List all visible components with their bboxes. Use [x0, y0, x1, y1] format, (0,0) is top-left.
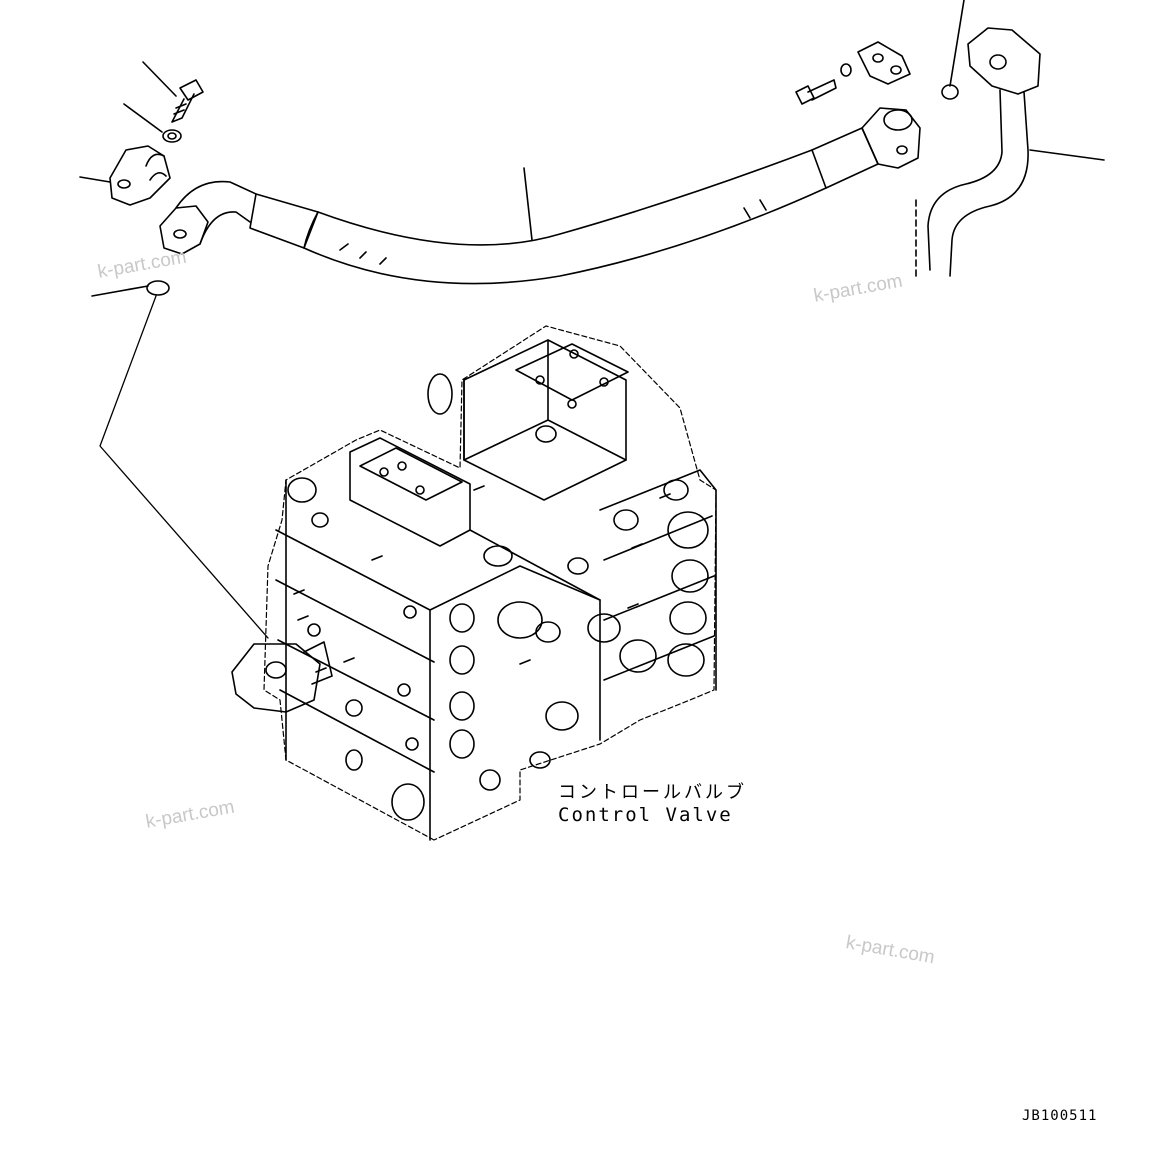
component-label-japanese: コントロールバルブ	[558, 782, 747, 803]
o-ring-lower	[91, 280, 269, 639]
drawing-code: JB100511	[1022, 1108, 1098, 1124]
leader-line-oring-lower	[91, 285, 149, 297]
leader-line-hose	[523, 167, 533, 241]
hose-assembly	[159, 107, 921, 285]
component-label-english: Control Valve	[558, 804, 733, 826]
leader-line-bolt-left	[142, 61, 177, 97]
clamp-half-left	[79, 145, 171, 206]
pipe-right	[915, 27, 1105, 281]
leader-line-pipe-right	[1029, 149, 1105, 161]
bolt-left	[142, 61, 204, 123]
leader-line-clamp-left	[79, 176, 111, 183]
washer-left	[123, 103, 182, 143]
leader-line-oring-right	[949, 0, 965, 87]
split-flange-right	[857, 41, 911, 85]
o-ring-right	[941, 0, 965, 100]
bolt-right	[795, 63, 852, 105]
control-valve	[231, 325, 717, 841]
leader-line-washer-left	[123, 103, 163, 133]
